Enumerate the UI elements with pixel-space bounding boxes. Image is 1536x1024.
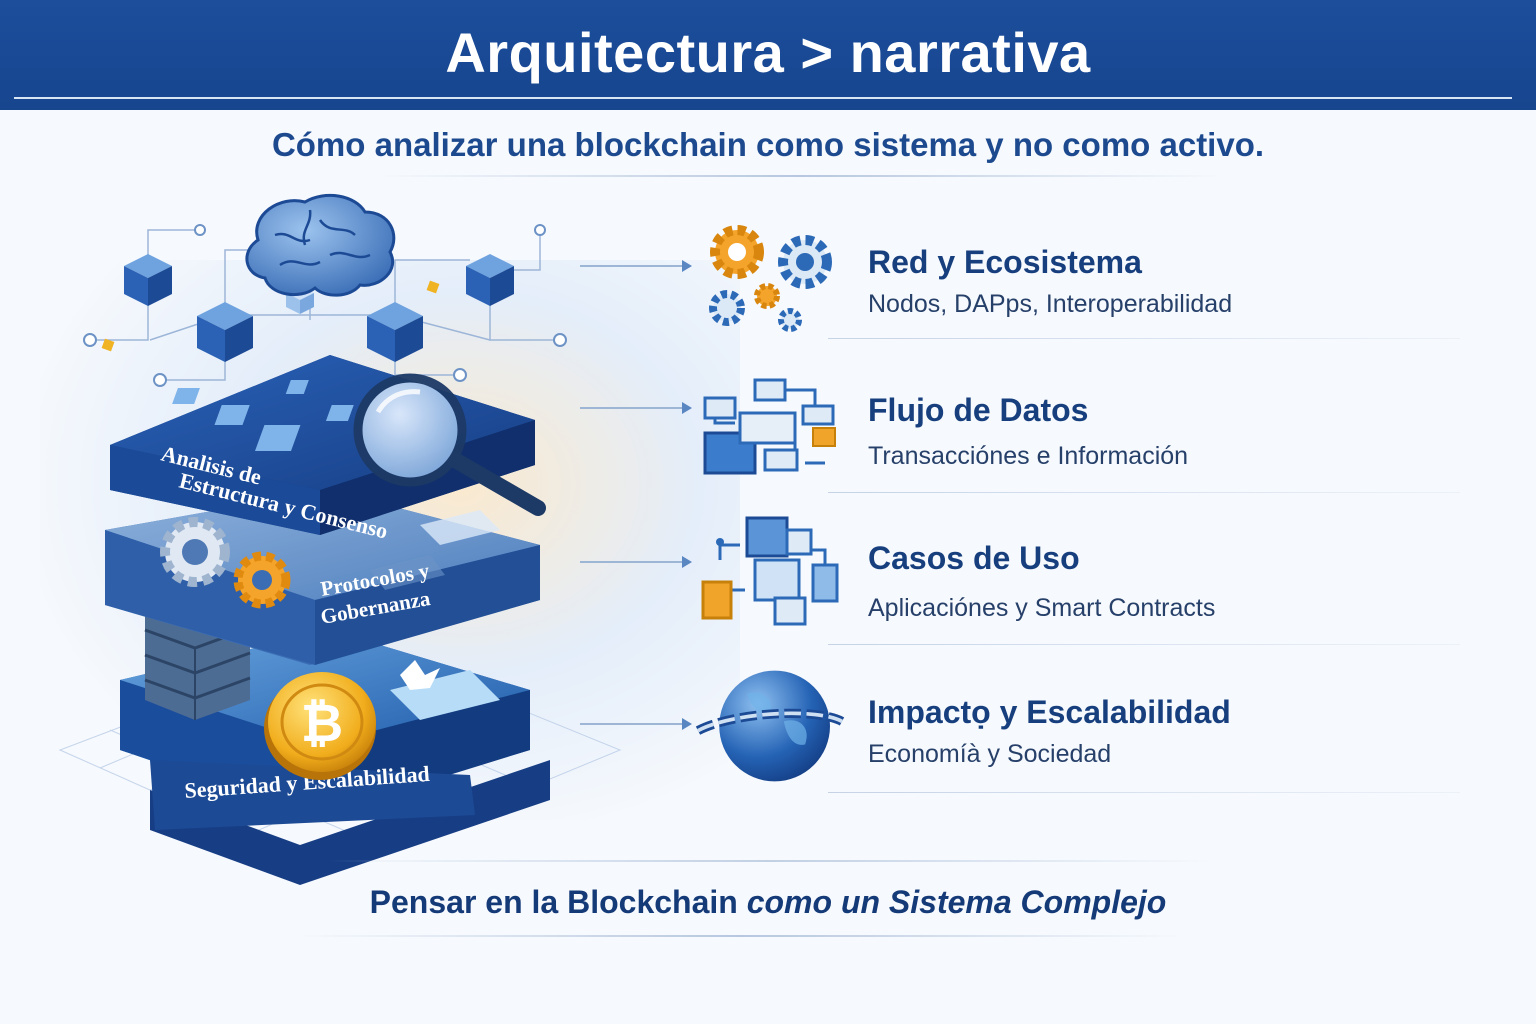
globe-chain-icon	[695, 670, 845, 782]
cubes-icon	[701, 516, 839, 626]
footer-text-italic: como un Sistema Complejo	[746, 884, 1167, 920]
svg-text:₿: ₿	[301, 695, 343, 753]
item-casos-uso: Casos de Uso Aplicaciónes y Smart Contra…	[580, 516, 1480, 692]
item-name: Red y Ecosistema	[868, 244, 1142, 280]
network-nodes	[83, 224, 567, 387]
arrow-icon	[580, 718, 692, 730]
architecture-stack: Seguridad y Escalabilidad ₿ Protocolos y…	[0, 190, 660, 890]
header-banner: Arquitectura > narrativa	[0, 0, 1536, 110]
brain-icon	[245, 193, 396, 297]
item-red-ecosistema: Red y Ecosistema Nodos, DAPps, Interoper…	[580, 225, 1480, 380]
item-name: Casos de Uso	[868, 540, 1080, 576]
page-subtitle: Cómo analizar una blockchain como sistem…	[271, 126, 1265, 163]
item-divider	[828, 792, 1460, 793]
flowchart-icon	[703, 378, 836, 475]
page-title: Arquitectura > narrativa	[445, 21, 1091, 84]
item-divider	[828, 492, 1460, 493]
item-desc: Nodos, DAPps, Interoperabilidad	[868, 290, 1233, 318]
footer-tagline: Pensar en la Blockchain como un Sistema …	[0, 884, 1536, 921]
item-desc: Transacciónes e Información	[868, 442, 1189, 470]
item-divider	[828, 644, 1460, 645]
item-desc: Economíà y Sociedad	[868, 740, 1112, 768]
subtitle-divider	[380, 175, 1220, 177]
item-flujo-datos: Flujo de Datos Transacciónes e Informaci…	[580, 378, 1480, 538]
item-impacto: Impactọ y Escalabilidad Economíà y Socie…	[580, 670, 1480, 854]
item-divider	[828, 338, 1460, 339]
gear-icon	[160, 517, 291, 609]
arrow-icon	[580, 556, 692, 568]
arrow-icon	[580, 260, 692, 272]
item-desc: Aplicaciónes y Smart Contracts	[868, 594, 1216, 622]
footer-divider	[300, 935, 1180, 937]
item-name: Impactọ y Escalabilidad	[868, 694, 1231, 730]
footer-divider-top	[330, 860, 1210, 862]
magnifier-icon	[353, 373, 546, 516]
layer-protocolos: Protocolos y Gobernanza	[105, 490, 540, 665]
footer-text: Pensar en la Blockchain	[369, 884, 747, 920]
header-divider	[14, 97, 1512, 99]
bitcoin-icon: ₿	[264, 672, 376, 780]
network-cubes	[124, 254, 514, 362]
item-name: Flujo de Datos	[868, 392, 1089, 428]
gears-icon	[709, 225, 832, 332]
arrow-icon	[580, 402, 692, 414]
